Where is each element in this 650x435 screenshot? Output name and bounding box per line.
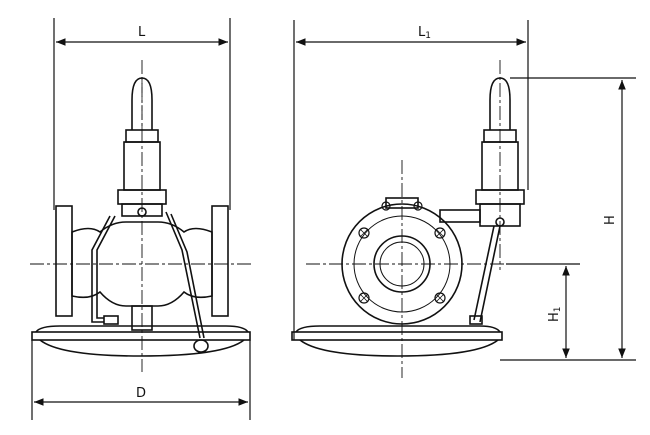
label-h1-sub: 1 <box>553 306 563 312</box>
label-l1: L1 <box>418 25 431 41</box>
label-h1-main: H <box>547 312 562 322</box>
label-h1: H1 <box>547 306 563 322</box>
label-l1-main: L <box>418 25 426 40</box>
front-view <box>30 18 254 420</box>
label-l: L <box>138 25 146 40</box>
label-d: D <box>136 386 146 401</box>
label-l1-sub: 1 <box>425 31 431 41</box>
label-h: H <box>603 215 618 225</box>
side-view <box>291 20 636 378</box>
